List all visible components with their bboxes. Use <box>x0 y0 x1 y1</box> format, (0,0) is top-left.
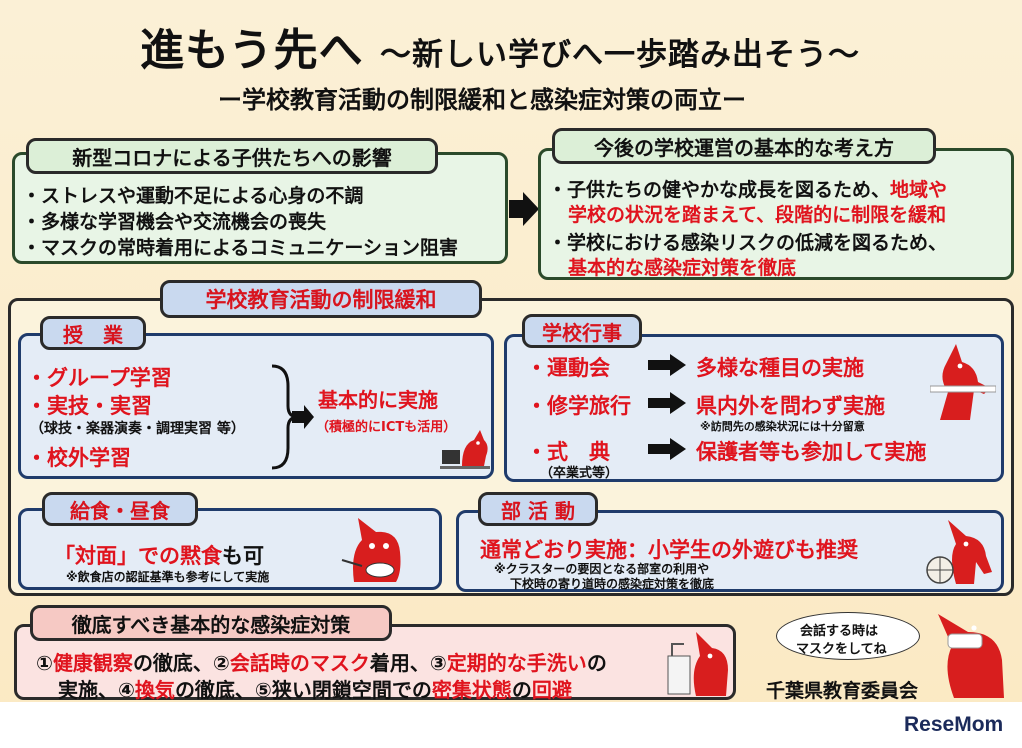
measures-line: ①健康観察の徹底、②会話時のマスク着用、③定期的な手洗いの <box>36 647 607 676</box>
event-label: ・運動会 <box>526 356 610 380</box>
classes-panel <box>18 333 494 479</box>
events-heading: 学校行事 <box>522 314 642 348</box>
right-arrow-icon <box>648 438 686 460</box>
measure-text: の徹底、⑤狭い閉鎖空間での <box>174 678 432 702</box>
mascot-computer-icon <box>440 430 490 469</box>
class-item-field: ・校外学習 <box>26 446 131 470</box>
mascot-eating-icon <box>341 518 401 582</box>
relax-heading: 学校教育活動の制限緩和 <box>160 280 482 318</box>
event-label: ・式 典 <box>526 440 610 464</box>
policy-highlight: 学校の状況を踏まえて、段階的に制限を緩和 <box>568 204 947 226</box>
policy-highlight: 基本的な感染症対策を徹底 <box>568 257 797 279</box>
measure-highlight: 定期的な手洗い <box>446 651 587 675</box>
measure-text: 着用、③ <box>369 651 447 675</box>
measure-text: の徹底、② <box>132 651 230 675</box>
title-main: 進もう先へ <box>140 25 364 76</box>
speech-bubble <box>776 612 920 660</box>
measures-heading: 徹底すべき基本的な感染症対策 <box>30 605 392 641</box>
lunch-text: も可 <box>222 544 264 568</box>
club-heading: 部 活 動 <box>478 492 598 526</box>
measure-highlight: 密集状態 <box>431 678 512 702</box>
class-item-practical: ・実技・実習 <box>26 394 152 418</box>
lunch-heading: 給食・昼食 <box>42 492 198 526</box>
classes-result: 基本的に実施 <box>318 388 438 412</box>
impact-item: ・多様な学習機会や交流機会の喪失 <box>22 211 327 233</box>
ceremony-note: （卒業式等） <box>540 466 619 481</box>
impact-heading: 新型コロナによる子供たちへの影響 <box>26 138 438 174</box>
brace-arrow-icon <box>271 364 314 470</box>
right-arrow-icon <box>648 392 686 414</box>
right-arrow-icon <box>648 354 686 376</box>
lunch-note: ※飲食店の認証基準も参考にして実施 <box>66 570 270 584</box>
lunch-highlight: 「対面」での黙食 <box>54 544 222 568</box>
measure-highlight: 会話時のマスク <box>229 651 370 675</box>
class-item-note: （球技・楽器演奏・調理実習 等） <box>30 421 245 437</box>
measure-highlight: 換気 <box>134 678 175 702</box>
classes-result-note: （積極的にICTも活用） <box>316 420 457 435</box>
measure-text: ① <box>36 651 53 675</box>
mascot-mask-icon <box>938 614 1004 698</box>
measure-text: 実施、④ <box>58 678 135 702</box>
event-result: 多様な種目の実施 <box>696 356 864 380</box>
impact-item: ・マスクの常時着用によるコミュニケーション阻害 <box>22 237 459 259</box>
mascot-basketball-icon <box>926 520 992 584</box>
measure-text: の <box>511 678 532 702</box>
policy-panel <box>538 148 1014 280</box>
event-result: 保護者等も参加して実施 <box>696 440 927 464</box>
policy-line: ・学校における感染リスクの低減を図るため、 <box>548 232 948 254</box>
club-text: 通常どおり実施：小学生の外遊びも推奨 <box>480 538 858 562</box>
event-result: 県内外を問わず実施 <box>696 394 885 418</box>
travel-note: ※訪問先の感染状況には十分留意 <box>700 420 865 433</box>
watermark-logo: ReseMom <box>904 713 1004 736</box>
club-note: ※クラスターの要因となる部室の利用や <box>494 562 710 576</box>
policy-line: ・子供たちの健やかな成長を図るため、 <box>548 179 891 201</box>
measure-highlight: 健康観察 <box>52 651 133 675</box>
event-label: ・修学旅行 <box>526 394 631 418</box>
policy-heading: 今後の学校運営の基本的な考え方 <box>552 128 936 164</box>
page-subtitle: ー学校教育活動の制限緩和と感染症対策の両立ー <box>218 86 746 114</box>
organization-name: 千葉県教育委員会 <box>766 680 919 702</box>
bubble-line: マスクをしてね <box>796 642 887 657</box>
class-item-group: ・グループ学習 <box>26 366 172 390</box>
mascot-runner-icon <box>930 344 996 420</box>
classes-heading: 授 業 <box>40 316 146 350</box>
bubble-line: 会話する時は <box>800 624 879 639</box>
mascot-handwash-icon <box>667 632 728 696</box>
footer-strip <box>0 702 1022 748</box>
club-note: 下校時の寄り道時の感染症対策を徹底 <box>510 577 715 591</box>
measure-highlight: 回避 <box>531 678 572 702</box>
measure-text: の <box>586 651 607 675</box>
measures-line: 実施、④換気の徹底、⑤狭い閉鎖空間での密集状態の回避 <box>58 674 572 703</box>
policy-highlight: 地域や <box>890 179 948 201</box>
impact-item: ・ストレスや運動不足による心身の不調 <box>22 185 364 207</box>
page-title: 進もう先へ ～新しい学びへ一歩踏み出そう～ <box>140 14 860 78</box>
events-panel <box>504 334 1004 482</box>
right-arrow-icon <box>509 192 539 226</box>
title-sub: ～新しい学びへ一歩踏み出そう～ <box>380 37 861 73</box>
